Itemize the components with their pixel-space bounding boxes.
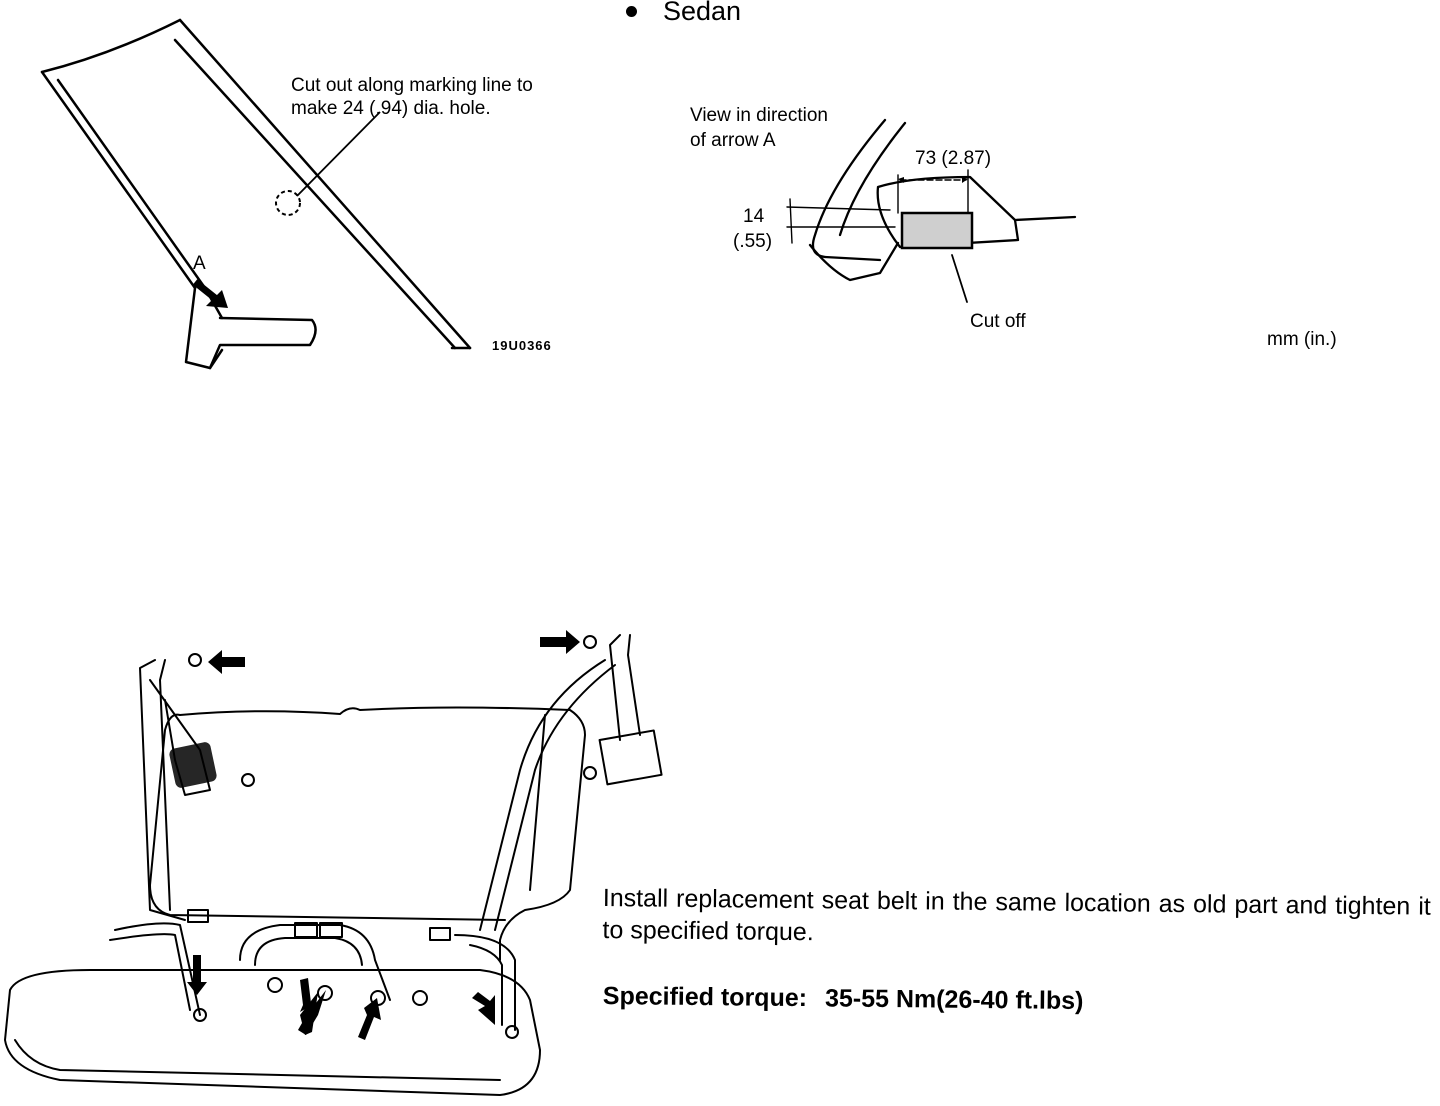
- callout-leader: [296, 111, 381, 197]
- section-heading: Sedan: [626, 0, 741, 27]
- torque-value: 35-55 Nm(26-40 ft.lbs): [824, 984, 1084, 1016]
- height-dimension-in: (.55): [733, 231, 773, 252]
- arrow-a-icon: [192, 279, 228, 308]
- bullet-icon: [626, 6, 637, 17]
- width-dimension: 73 (2.87): [915, 148, 992, 169]
- figure-code: 19U0366: [492, 338, 552, 353]
- cut-detail-figure: View in direction of arrow A 73 (2.87) 1…: [680, 95, 1400, 365]
- callout-line-1: Cut out along marking line to: [291, 75, 533, 96]
- cut-detail-drawing: [786, 118, 1077, 303]
- seat-belt-figure: [0, 620, 680, 1106]
- bolt-arrow-icon: [187, 630, 580, 1040]
- callout-line-2: make 24 (.94) dia. hole.: [291, 98, 491, 119]
- pillar-trim-figure: Cut out along marking line to make 24 (.…: [0, 0, 600, 380]
- cut-hole-marker-icon: [275, 190, 301, 216]
- instruction-text: Install replacement seat belt in the sam…: [602, 883, 1431, 947]
- torque-spec: Specified torque: 35-55 Nm(26-40 ft.lbs): [603, 982, 1084, 1016]
- arrow-label: A: [193, 253, 206, 274]
- cut-off-label: Cut off: [970, 311, 1026, 332]
- pillar-trim-drawing: [40, 18, 472, 370]
- cut-off-region: [900, 211, 974, 250]
- section-title: Sedan: [663, 0, 742, 26]
- view-label-line-1: View in direction: [690, 105, 829, 126]
- seat-belt-drawing: [4, 630, 663, 1096]
- units-label: mm (in.): [1267, 329, 1337, 350]
- height-dimension-mm: 14: [743, 206, 765, 227]
- view-label-line-2: of arrow A: [690, 130, 776, 151]
- torque-label: Specified torque:: [602, 982, 808, 1013]
